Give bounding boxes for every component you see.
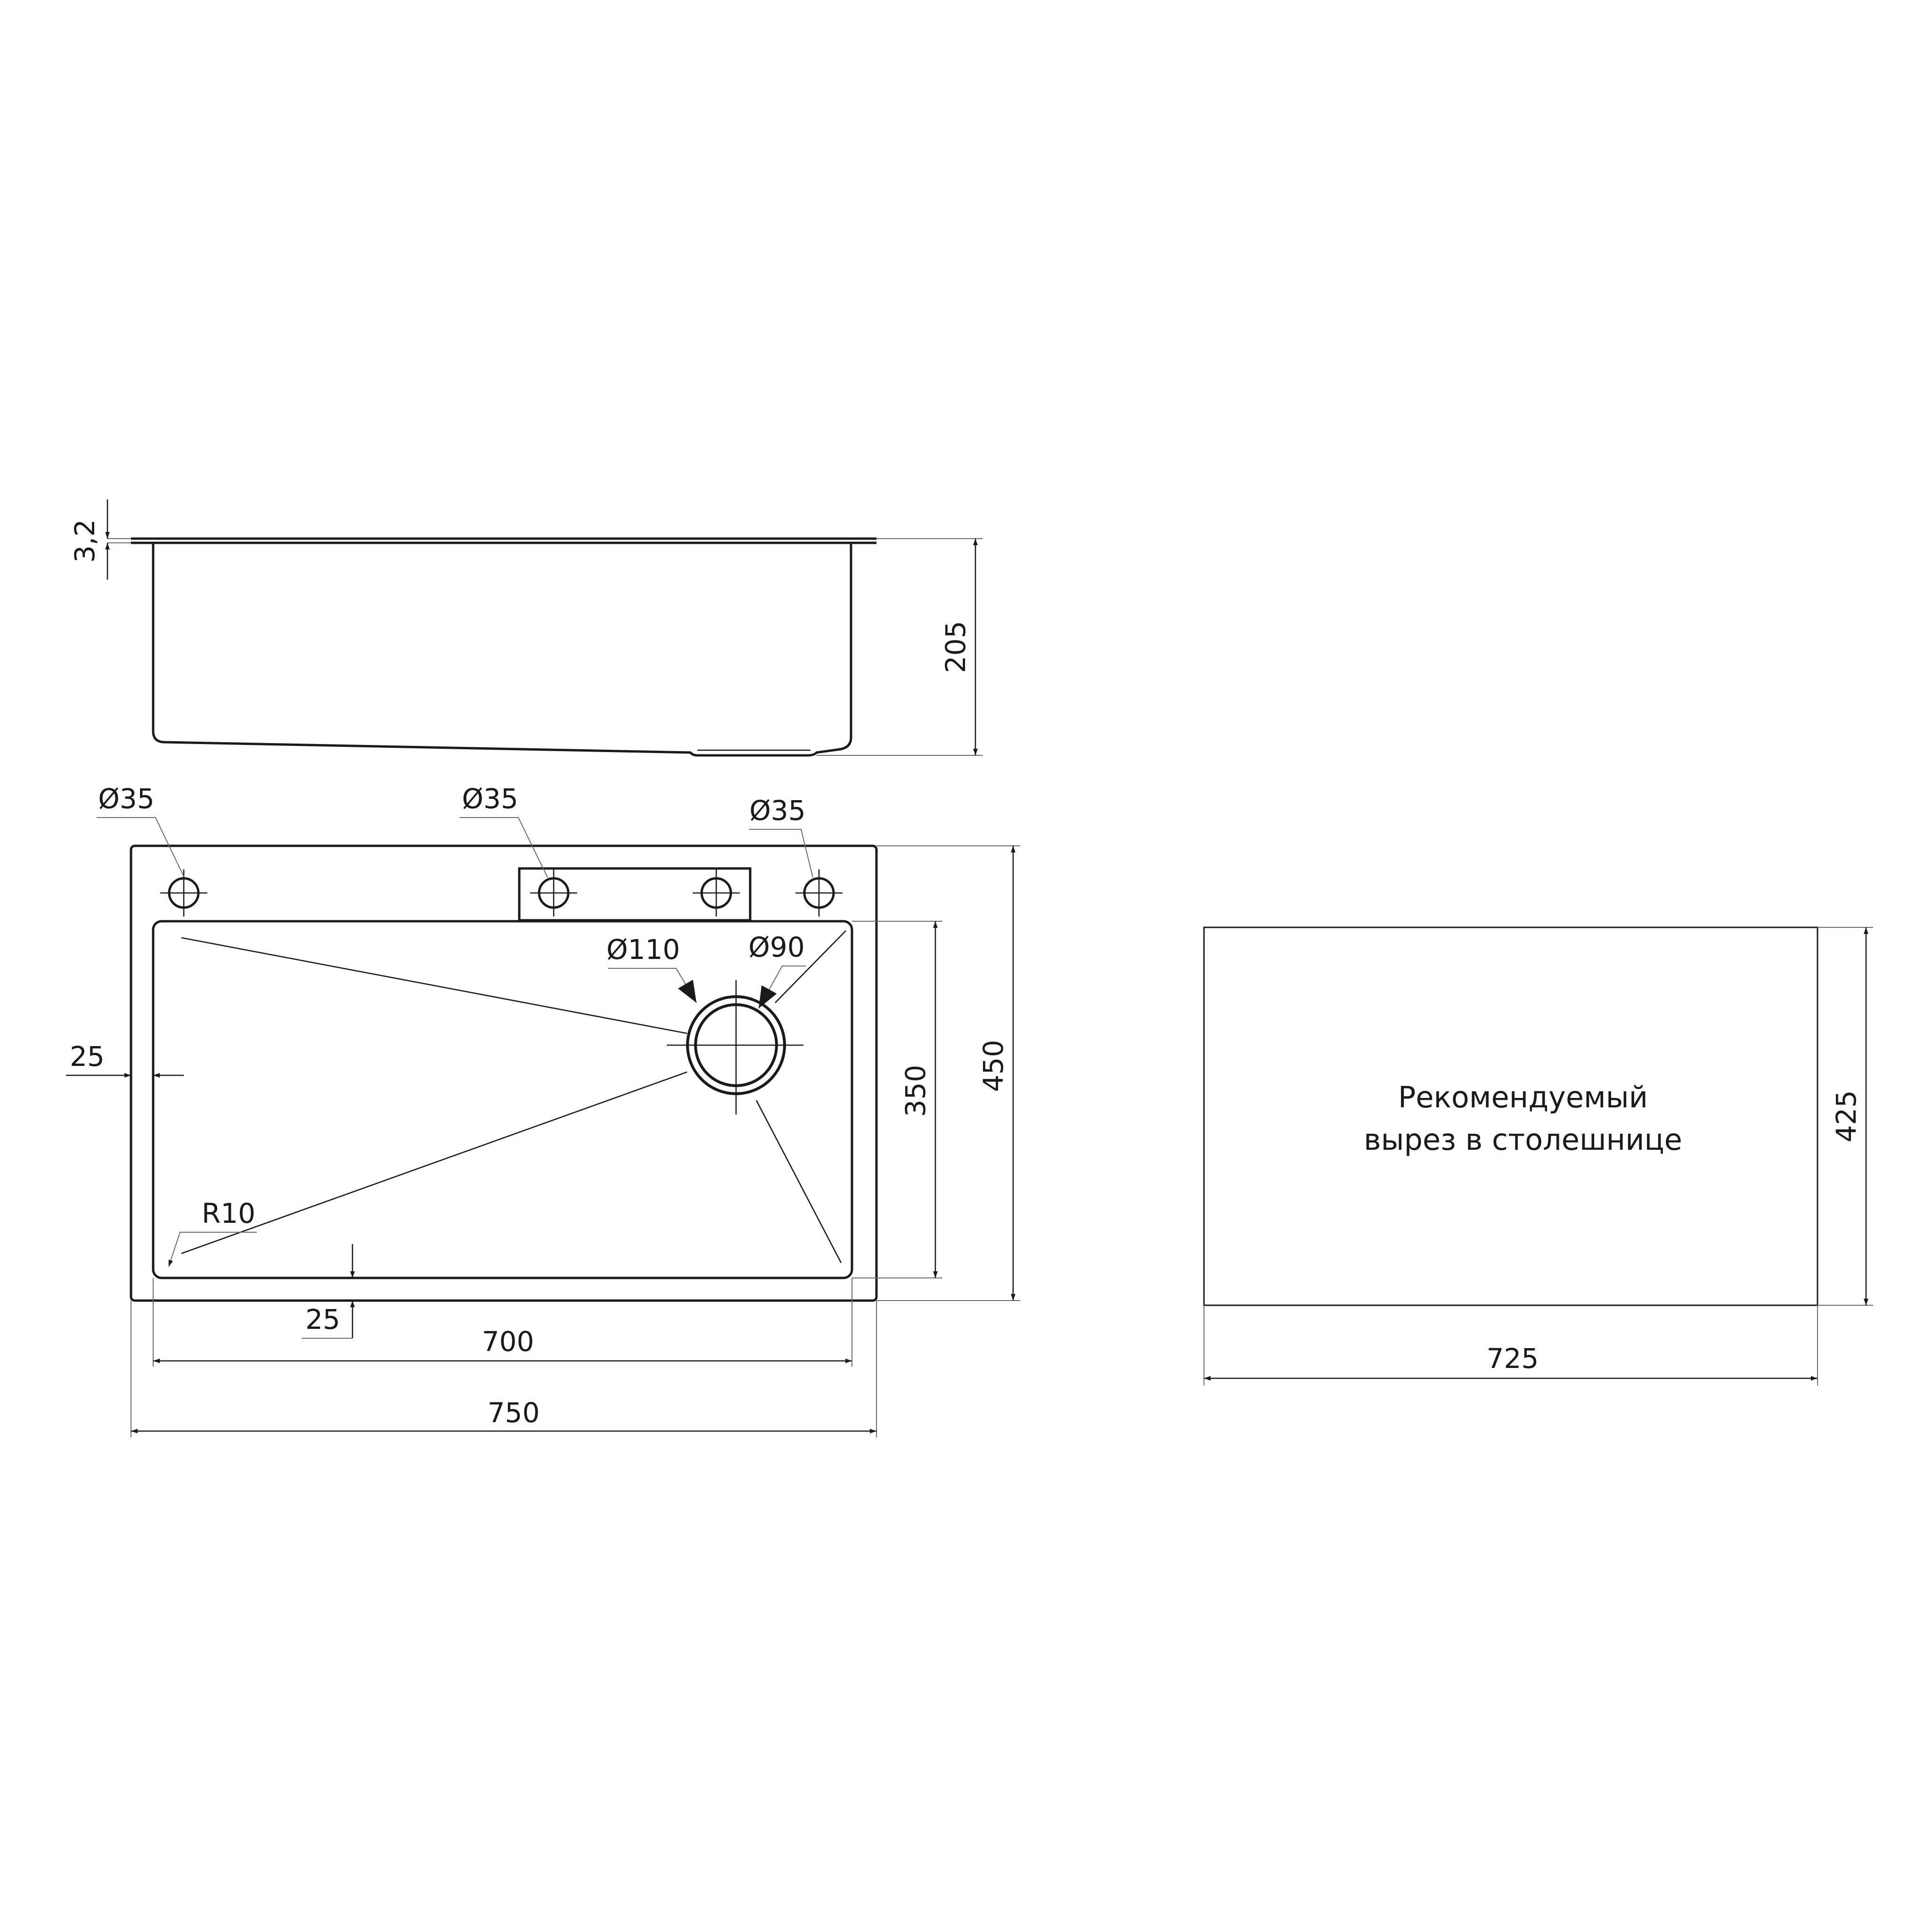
hole-middle-leader bbox=[459, 817, 548, 878]
top-view: Ø35 Ø35 Ø35 Ø110 Ø90 25 R10 25 350 450 bbox=[66, 783, 1020, 1437]
drain-inner-leader bbox=[758, 966, 806, 1009]
corner-radius-leader bbox=[168, 1232, 257, 1267]
hole-left bbox=[160, 869, 207, 917]
cutout-view: Рекомендуемый вырез в столешнице 425 725 bbox=[1203, 926, 1873, 1385]
cutout-outline bbox=[1203, 926, 1818, 1306]
drain-inner-label: Ø90 bbox=[748, 931, 804, 963]
deck-outline bbox=[130, 844, 878, 1302]
overall-depth-label: 450 bbox=[977, 1040, 1009, 1092]
hole-middle-label: Ø35 bbox=[462, 783, 518, 815]
height-label: 205 bbox=[940, 621, 972, 673]
hole-middle bbox=[530, 869, 577, 917]
slope-line-4 bbox=[755, 1100, 842, 1263]
hole-right-leader bbox=[749, 829, 813, 878]
hole-right bbox=[795, 869, 843, 917]
hole-left-leader bbox=[97, 817, 184, 877]
left-margin-label: 25 bbox=[70, 1040, 105, 1072]
bottom-margin-label: 25 bbox=[305, 1303, 340, 1335]
drain bbox=[667, 980, 803, 1114]
bowl-depth-label: 350 bbox=[900, 1065, 932, 1117]
faucet-plate bbox=[518, 867, 752, 922]
bowl-outline bbox=[152, 920, 853, 1279]
slope-line-1 bbox=[181, 937, 688, 1034]
cutout-width-label: 725 bbox=[1487, 1343, 1539, 1375]
slope-line-3 bbox=[775, 930, 846, 1003]
drain-outer-leader bbox=[608, 968, 697, 1003]
side-bowl-outline bbox=[152, 543, 852, 757]
side-view: 3,2 205 bbox=[69, 499, 982, 757]
slope-line-2 bbox=[181, 1071, 688, 1254]
overall-width-label: 750 bbox=[488, 1397, 540, 1429]
cutout-title-line1: Рекомендуемый bbox=[1398, 1080, 1648, 1114]
cutout-title-line2: вырез в столешнице bbox=[1364, 1122, 1682, 1157]
corner-radius-label: R10 bbox=[202, 1197, 255, 1229]
cutout-depth-label: 425 bbox=[1830, 1090, 1862, 1143]
hole-right-label: Ø35 bbox=[749, 794, 805, 827]
drain-outer-label: Ø110 bbox=[606, 933, 680, 966]
rim-thickness-label: 3,2 bbox=[69, 519, 101, 563]
bowl-width-label: 700 bbox=[482, 1326, 534, 1358]
hole-plate-right bbox=[693, 869, 740, 917]
hole-left-label: Ø35 bbox=[98, 783, 154, 815]
